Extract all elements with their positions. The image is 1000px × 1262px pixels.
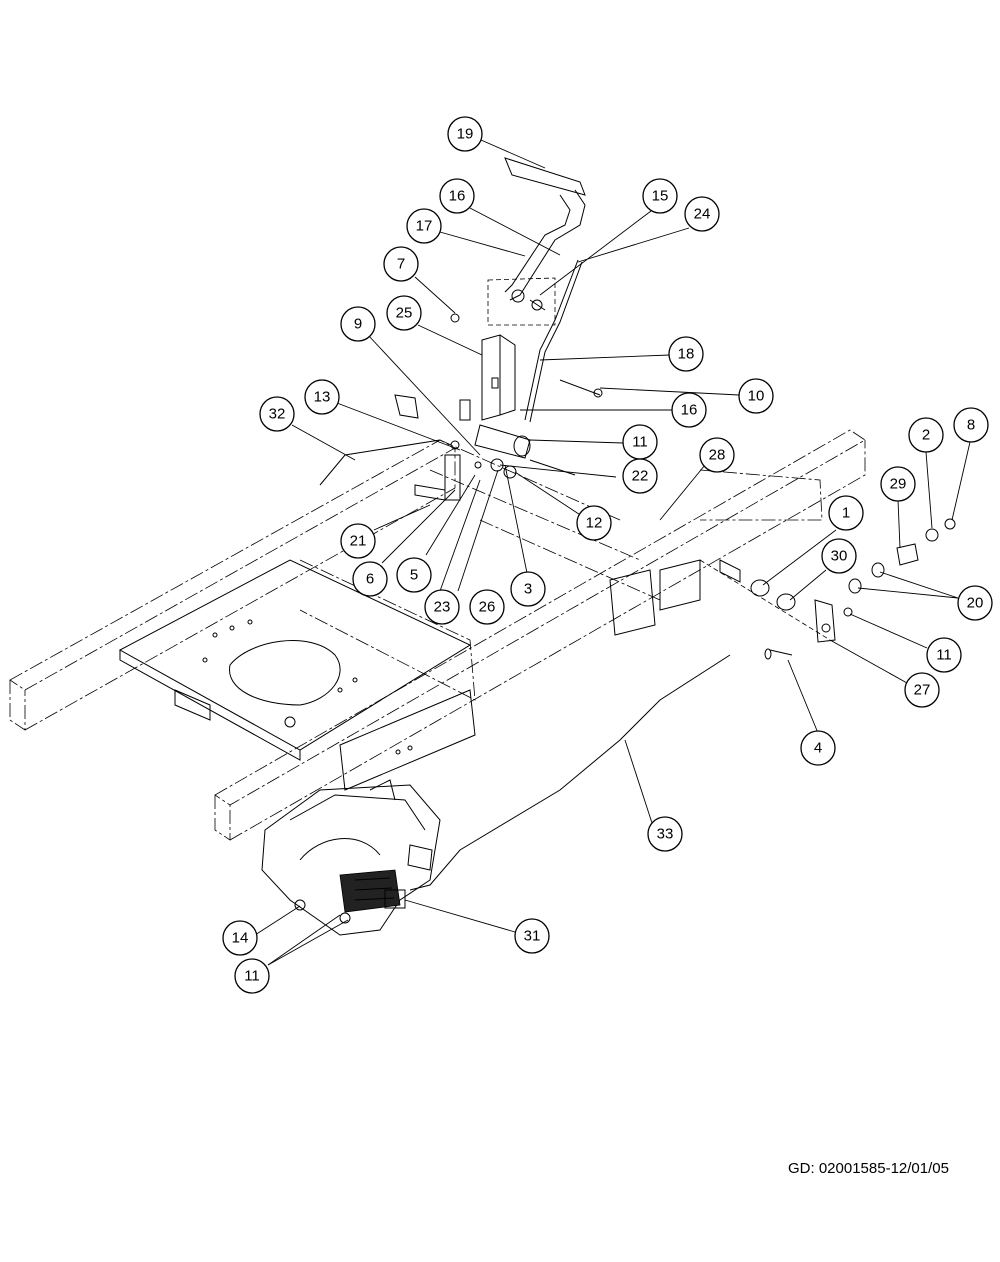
callout-13-label: 13 <box>314 389 331 406</box>
callout-11-right: 11 <box>926 637 962 673</box>
callout-3: 3 <box>510 571 546 607</box>
callout-16-lower-label: 16 <box>681 402 698 419</box>
callout-24: 24 <box>684 196 720 232</box>
callout-4-label: 4 <box>814 740 822 757</box>
callout-19: 19 <box>447 116 483 152</box>
callout-25: 25 <box>386 295 422 331</box>
callout-14-label: 14 <box>232 930 249 947</box>
callout-12-label: 12 <box>586 515 603 532</box>
callout-22-label: 22 <box>632 468 649 485</box>
callout-7-label: 7 <box>397 256 405 273</box>
callout-32: 32 <box>259 396 295 432</box>
callout-13: 13 <box>304 379 340 415</box>
callout-3-label: 3 <box>524 581 532 598</box>
callout-1-label: 1 <box>842 505 850 522</box>
deck-plate <box>118 559 476 791</box>
callout-16-upper-label: 16 <box>449 188 466 205</box>
callout-20: 20 <box>957 585 993 621</box>
right-side-hardware <box>609 518 956 660</box>
callout-2: 2 <box>908 417 944 453</box>
callout-30: 30 <box>821 538 857 574</box>
callout-15-label: 15 <box>652 188 669 205</box>
callout-10-label: 10 <box>748 388 765 405</box>
callout-25-label: 25 <box>396 305 413 322</box>
callout-31: 31 <box>514 918 550 954</box>
callout-5-label: 5 <box>410 567 418 584</box>
callout-32-label: 32 <box>269 406 286 423</box>
callout-16-lower: 16 <box>671 392 707 428</box>
callout-30-label: 30 <box>831 548 848 565</box>
callout-1: 1 <box>828 495 864 531</box>
callout-21: 21 <box>340 523 376 559</box>
callout-14: 14 <box>222 920 258 956</box>
callout-26-label: 26 <box>479 599 496 616</box>
callout-9-label: 9 <box>354 316 362 333</box>
callout-11-upper-label: 11 <box>632 434 648 451</box>
callout-27: 27 <box>904 672 940 708</box>
callout-2-label: 2 <box>922 427 930 444</box>
callout-23: 23 <box>424 589 460 625</box>
callout-24-label: 24 <box>694 206 711 223</box>
callout-11-lower-label: 11 <box>244 968 260 985</box>
callout-27-label: 27 <box>914 682 931 699</box>
callout-20-label: 20 <box>967 595 984 612</box>
callout-8: 8 <box>953 407 989 443</box>
callout-29: 29 <box>880 466 916 502</box>
callout-6: 6 <box>352 561 388 597</box>
callout-4: 4 <box>800 730 836 766</box>
callout-18-label: 18 <box>678 346 695 363</box>
callout-11-upper: 11 <box>622 424 658 460</box>
frame-rails <box>9 429 866 841</box>
callout-8-label: 8 <box>967 417 975 434</box>
callout-21-label: 21 <box>350 533 367 550</box>
cable-33 <box>409 654 731 891</box>
callout-26: 26 <box>469 589 505 625</box>
callout-28-label: 28 <box>709 447 726 464</box>
callout-19-label: 19 <box>457 126 474 143</box>
callout-28: 28 <box>699 437 735 473</box>
callout-6-label: 6 <box>366 571 374 588</box>
callout-18: 18 <box>668 336 704 372</box>
document-id: GD: 02001585-12/01/05 <box>788 1160 949 1177</box>
leader-lines <box>254 139 971 966</box>
callout-5: 5 <box>396 557 432 593</box>
callout-33: 33 <box>647 816 683 852</box>
callout-10: 10 <box>738 378 774 414</box>
callout-22: 22 <box>622 458 658 494</box>
callout-17: 17 <box>406 208 442 244</box>
transmission <box>261 779 441 936</box>
callout-9: 9 <box>340 306 376 342</box>
callout-33-label: 33 <box>657 826 674 843</box>
callout-11-lower: 11 <box>234 958 270 994</box>
callout-15: 15 <box>642 178 678 214</box>
pedal-assembly <box>319 157 603 501</box>
callout-31-label: 31 <box>524 928 541 945</box>
callout-16-upper: 16 <box>439 178 475 214</box>
callout-17-label: 17 <box>416 218 433 235</box>
callout-23-label: 23 <box>434 599 451 616</box>
callout-12: 12 <box>576 505 612 541</box>
callout-29-label: 29 <box>890 476 907 493</box>
callout-7: 7 <box>383 246 419 282</box>
callout-11-right-label: 11 <box>936 647 952 664</box>
